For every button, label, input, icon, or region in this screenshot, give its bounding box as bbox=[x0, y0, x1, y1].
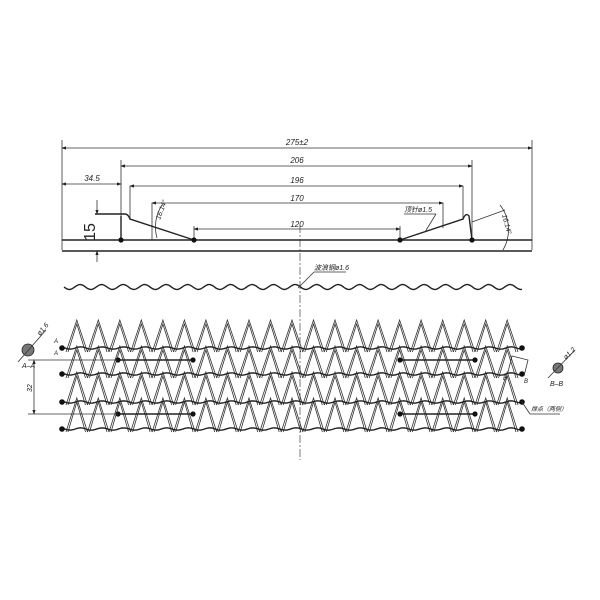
cross-rod bbox=[61, 346, 522, 350]
pin-dot bbox=[469, 237, 475, 243]
dim-height: 15 bbox=[82, 223, 99, 241]
pin-label: 顶针ø1.5 bbox=[404, 206, 432, 214]
mesh-row bbox=[65, 318, 519, 353]
section-b-label: B–B bbox=[550, 381, 564, 388]
dim-196: 196 bbox=[290, 176, 304, 185]
angle-right: 16.14° bbox=[500, 213, 513, 235]
right-ramp bbox=[399, 213, 473, 241]
dim-206: 206 bbox=[289, 156, 304, 165]
weld-point bbox=[59, 371, 65, 377]
cross-rod bbox=[61, 400, 522, 404]
wave-wire bbox=[63, 283, 522, 291]
weld-point bbox=[59, 399, 65, 405]
mesh-zigzag bbox=[65, 318, 519, 433]
left-ramp bbox=[95, 213, 195, 241]
profile-view: 275±2 206 34.5 196 170 120 15 16.14° bbox=[61, 138, 533, 262]
pitch-dim: 32 bbox=[27, 384, 34, 392]
weld-point bbox=[519, 426, 525, 432]
wave-wire-label: 波浪钢ø1.6 bbox=[314, 264, 349, 272]
weld-point bbox=[519, 371, 525, 377]
weld-label: 焊点（两侧） bbox=[531, 405, 567, 413]
angle-left: 16.14° bbox=[154, 199, 169, 221]
mesh-row bbox=[65, 370, 519, 406]
section-a-dia: ø1.6 bbox=[36, 322, 50, 337]
section-a-mark: A bbox=[53, 351, 58, 357]
weld-point bbox=[59, 345, 65, 351]
cross-rod bbox=[61, 372, 522, 376]
dim-170: 170 bbox=[290, 194, 304, 203]
dim-overall: 275±2 bbox=[285, 138, 309, 147]
wave-view: 波浪钢ø1.6 bbox=[63, 264, 522, 291]
cross-rods bbox=[59, 345, 525, 432]
weld-point bbox=[59, 426, 65, 432]
pin-dot bbox=[191, 237, 197, 243]
section-b-dia: ø1.2 bbox=[562, 346, 577, 361]
dim-left-offset: 34.5 bbox=[84, 174, 100, 183]
section-a-mark: A bbox=[53, 339, 58, 345]
weld-point bbox=[519, 345, 525, 351]
section-b-mark: B bbox=[503, 376, 507, 382]
cross-rod bbox=[61, 427, 522, 431]
pin-dot bbox=[397, 237, 403, 243]
mesh-row bbox=[65, 344, 519, 379]
section-b-mark: B bbox=[524, 379, 528, 385]
pin-dot bbox=[118, 237, 124, 243]
mesh-view: ø1.6 A A A–A 32 ø1.2 B–B B B 焊点（两侧） bbox=[17, 318, 577, 433]
section-a-label: A–A bbox=[21, 363, 36, 370]
dim-120: 120 bbox=[290, 220, 304, 229]
